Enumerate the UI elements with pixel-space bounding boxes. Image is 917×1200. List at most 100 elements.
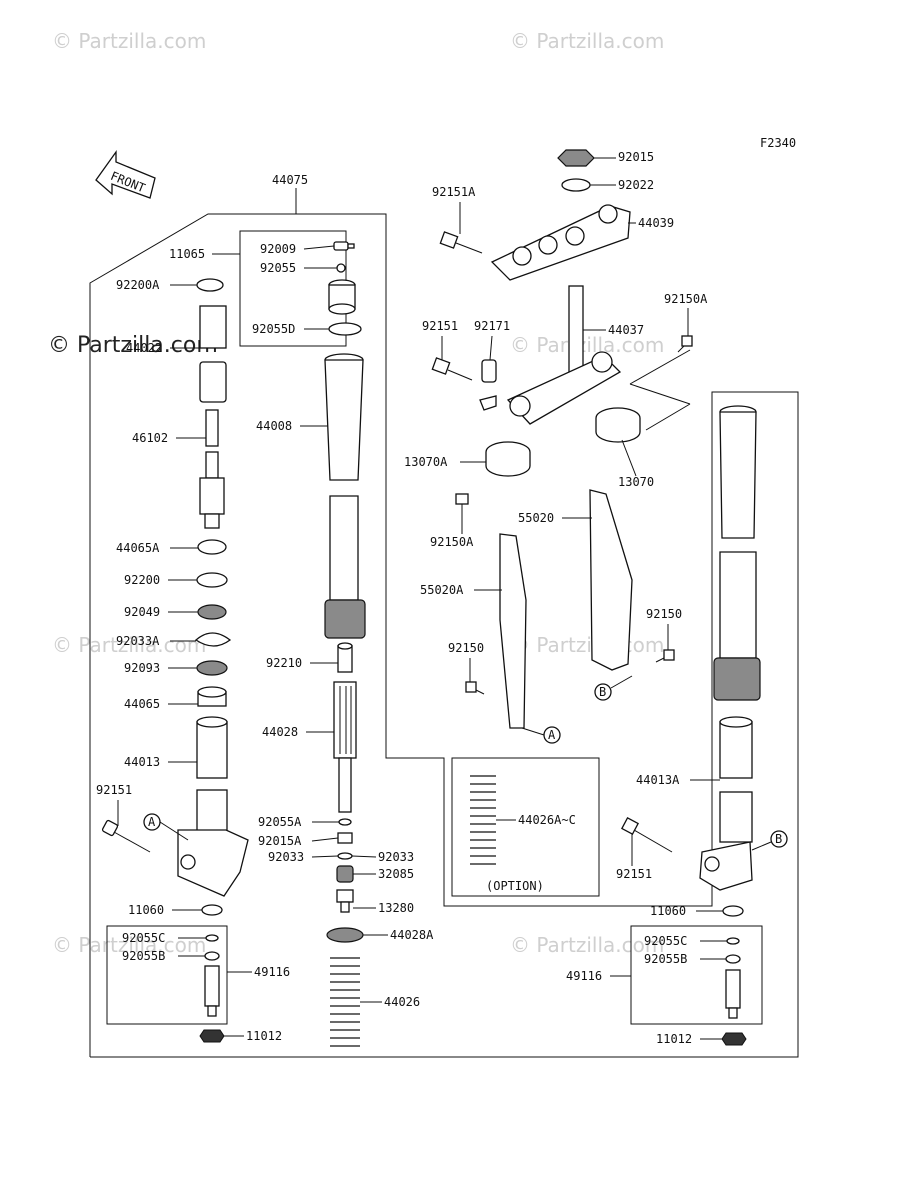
label-92055C-left: 92055C xyxy=(122,931,165,945)
label-44065: 44065 xyxy=(124,697,160,711)
label-92022: 92022 xyxy=(618,178,654,192)
callout-B-center: B xyxy=(594,675,633,701)
part-11060-left xyxy=(201,904,223,916)
part-92151A-bolt xyxy=(439,231,483,254)
watermark-lower-right: © Partzilla.com xyxy=(510,633,664,657)
part-92150A-bolt-lower xyxy=(455,493,469,512)
label-44026A-C: 44026A~C xyxy=(518,813,576,827)
assembly-outline xyxy=(89,213,799,1058)
part-92055B-right xyxy=(725,954,741,964)
label-92200: 92200 xyxy=(124,573,160,587)
label-92055B-left: 92055B xyxy=(122,949,165,963)
label-92150-right: 92150 xyxy=(646,607,682,621)
label-92049: 92049 xyxy=(124,605,160,619)
option-label: (OPTION) xyxy=(486,879,544,893)
part-92151-bolt-left xyxy=(101,819,151,853)
callout-B-right: B xyxy=(751,830,788,851)
watermarks: © Partzilla.com © Partzilla.com © Partzi… xyxy=(48,29,664,957)
part-92055B-left xyxy=(204,951,220,961)
label-44065A: 44065A xyxy=(116,541,160,555)
part-92055D-oring xyxy=(328,322,362,336)
part-44065A-bushing xyxy=(197,539,227,555)
part-44026A-C-spring xyxy=(470,775,496,865)
label-46102: 46102 xyxy=(132,431,168,445)
part-11060-right xyxy=(722,905,744,917)
part-92033-clip xyxy=(337,852,353,860)
part-44028-cylinder xyxy=(333,681,357,813)
label-92150A: 92150A xyxy=(664,292,708,306)
label-44075: 44075 xyxy=(272,173,308,187)
part-49116-valve-left xyxy=(204,965,220,1017)
label-92015: 92015 xyxy=(618,150,654,164)
part-92150A-bolt xyxy=(677,335,693,353)
label-13070A: 13070A xyxy=(404,455,448,469)
svg-text:A: A xyxy=(148,815,156,829)
front-arrow-icon: FRONT xyxy=(95,149,156,199)
watermark-mid-left: © Partzilla.com xyxy=(48,333,218,358)
label-13280: 13280 xyxy=(378,901,414,915)
label-11060-right: 11060 xyxy=(650,904,686,918)
part-11012-nut-right xyxy=(721,1032,747,1046)
part-13280-bolt xyxy=(336,889,354,913)
option-spring-box xyxy=(451,757,600,897)
part-13070-clamp xyxy=(595,407,641,443)
part-92055-oring xyxy=(336,263,346,273)
label-32085: 32085 xyxy=(378,867,414,881)
part-13070A-clamp xyxy=(485,441,531,477)
label-49116-right: 49116 xyxy=(566,969,602,983)
watermark-top-left: © Partzilla.com xyxy=(52,29,206,53)
part-32085-piston xyxy=(336,865,354,883)
label-44013A: 44013A xyxy=(636,773,680,787)
part-49116-valve-right xyxy=(725,969,741,1019)
svg-text:B: B xyxy=(599,685,606,699)
part-92015-nut xyxy=(557,149,595,167)
part-44039-upper-bracket xyxy=(490,204,631,281)
label-44026: 44026 xyxy=(384,995,420,1009)
label-11065: 11065 xyxy=(169,247,205,261)
label-11012-right: 11012 xyxy=(656,1032,692,1046)
part-92150-bolt-right xyxy=(655,649,675,663)
label-92033A: 92033A xyxy=(116,634,160,648)
label-11060-left: 11060 xyxy=(128,903,164,917)
label-55020: 55020 xyxy=(518,511,554,525)
part-92171-clamp xyxy=(479,359,497,411)
label-55020A: 55020A xyxy=(420,583,464,597)
left-valve-box xyxy=(106,925,228,1025)
label-92150A-lower: 92150A xyxy=(430,535,474,549)
label-44028A: 44028A xyxy=(390,928,434,942)
part-46102-rod xyxy=(199,409,225,529)
label-92055D: 92055D xyxy=(252,322,295,336)
part-44022-collar xyxy=(199,305,227,403)
part-92009-bolt xyxy=(333,241,355,251)
part-92151-bolt-right xyxy=(621,817,673,853)
part-55020-fork-guard xyxy=(589,489,633,671)
label-92033-right: 92033 xyxy=(378,850,414,864)
part-92150-bolt-center xyxy=(465,681,485,695)
part-92200-washer xyxy=(196,572,228,588)
label-44013: 44013 xyxy=(124,755,160,769)
part-labels: 44075 11065 92009 92055 92055D 92200A 44… xyxy=(96,150,727,1046)
label-11012-left: 11012 xyxy=(246,1029,282,1043)
part-55020A-fork-guard xyxy=(499,533,527,729)
svg-text:A: A xyxy=(548,728,556,742)
label-49116-left: 49116 xyxy=(254,965,290,979)
part-44013A-inner-tube xyxy=(699,716,753,891)
part-44028A-seat xyxy=(326,927,364,943)
label-92055B-right: 92055B xyxy=(644,952,687,966)
watermark-bottom-right: © Partzilla.com xyxy=(510,933,664,957)
label-92055A: 92055A xyxy=(258,815,302,829)
label-92151-middle: 92151 xyxy=(422,319,458,333)
label-92055C-right: 92055C xyxy=(644,934,687,948)
label-44037: 44037 xyxy=(608,323,644,337)
label-92200A: 92200A xyxy=(116,278,160,292)
label-92171: 92171 xyxy=(474,319,510,333)
part-cap-bolt xyxy=(328,279,356,315)
label-92015A: 92015A xyxy=(258,834,302,848)
label-13070: 13070 xyxy=(618,475,654,489)
part-92022-washer xyxy=(561,178,591,192)
label-44028: 44028 xyxy=(262,725,298,739)
part-44008-outer-tube xyxy=(324,353,366,639)
part-92055C-left xyxy=(205,934,219,942)
